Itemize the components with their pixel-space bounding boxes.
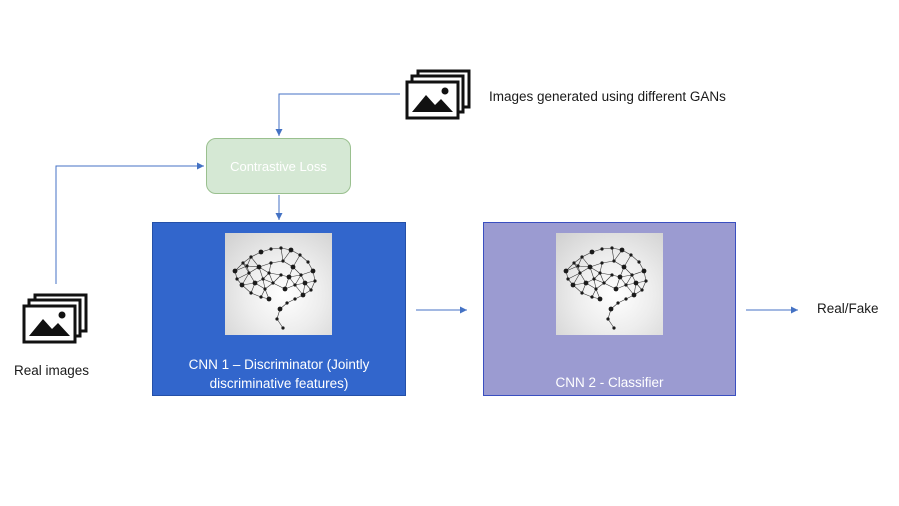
generated-images-label: Images generated using different GANs (489, 89, 726, 104)
brain-network-icon (225, 233, 332, 335)
connector-gan-to-loss (275, 93, 400, 136)
generated-images-icon (405, 69, 471, 120)
contrastive-loss-box: Contrastive Loss (206, 138, 351, 194)
output-label: Real/Fake (817, 301, 879, 316)
connector-real-to-loss (55, 162, 204, 284)
cnn1-label-line2: discriminative features) (209, 376, 349, 391)
cnn1-label-line1: CNN 1 – Discriminator (Jointly (188, 357, 370, 372)
real-images-label: Real images (14, 363, 90, 378)
contrastive-loss-label: Contrastive Loss (230, 158, 327, 174)
brain-network-icon (556, 233, 663, 335)
cnn2-label: CNN 2 - Classifier (555, 375, 664, 390)
cnn1-label: CNN 1 – Discriminator (Jointly discrimin… (153, 355, 405, 393)
real-images-icon (22, 293, 88, 344)
cnn2-classifier-box: CNN 2 - Classifier (483, 222, 736, 396)
cnn1-discriminator-box: CNN 1 – Discriminator (Jointly discrimin… (152, 222, 406, 396)
